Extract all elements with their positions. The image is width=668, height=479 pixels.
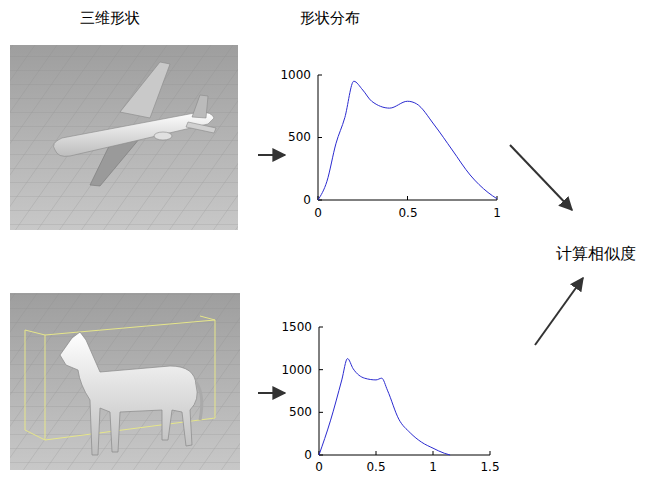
tick-label: 1500 bbox=[281, 321, 312, 333]
tick-label: 1 bbox=[493, 207, 501, 219]
airplane-render bbox=[10, 45, 238, 230]
tick bbox=[376, 451, 377, 455]
tick bbox=[319, 327, 323, 328]
tick bbox=[490, 451, 491, 455]
distribution-curve bbox=[318, 81, 497, 200]
tick-label: 500 bbox=[289, 406, 312, 418]
tick-label: 0 bbox=[303, 194, 311, 206]
tick-label: 0.5 bbox=[366, 461, 385, 473]
arrow bbox=[535, 278, 583, 345]
tick-label: 1 bbox=[429, 461, 437, 473]
tick-label: 0 bbox=[314, 207, 322, 219]
distribution-curve bbox=[319, 359, 450, 455]
tick bbox=[319, 412, 323, 413]
tick-label: 500 bbox=[288, 131, 311, 143]
tick bbox=[433, 451, 434, 455]
arrow bbox=[258, 392, 285, 394]
tick-label: 1.5 bbox=[480, 461, 499, 473]
process-label: 计算相似度 bbox=[556, 246, 636, 262]
axis bbox=[319, 327, 490, 455]
tick bbox=[318, 137, 322, 138]
horse-render bbox=[10, 293, 240, 470]
shape-distribution-chart bbox=[318, 75, 497, 200]
tick bbox=[318, 75, 322, 76]
arrow bbox=[510, 145, 572, 210]
tick bbox=[407, 196, 408, 200]
tick-label: 0.5 bbox=[398, 207, 417, 219]
arrow bbox=[258, 154, 285, 156]
tick-label: 0 bbox=[315, 461, 323, 473]
tick bbox=[319, 369, 323, 370]
tick-label: 0 bbox=[304, 449, 312, 461]
tick-label: 1000 bbox=[281, 364, 312, 376]
tick-label: 1000 bbox=[280, 69, 311, 81]
column-heading: 形状分布 bbox=[300, 11, 360, 26]
axis bbox=[318, 75, 497, 200]
column-heading: 三维形状 bbox=[80, 11, 140, 26]
shape-distribution-chart bbox=[319, 327, 490, 455]
